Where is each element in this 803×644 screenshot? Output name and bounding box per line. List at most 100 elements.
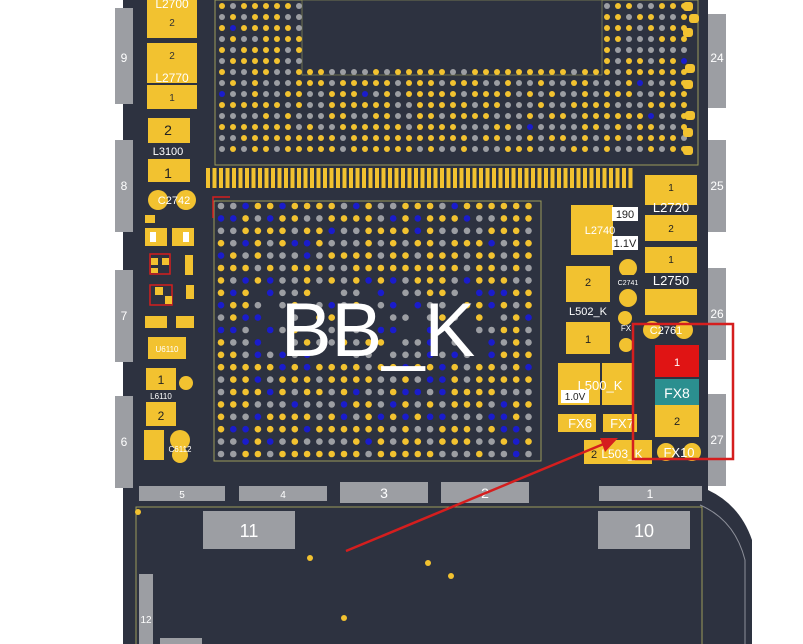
bga-ball [219,14,225,20]
l2720-pin1: 1 [668,183,674,194]
strip-pad [355,168,360,188]
fx8-label: FX8 [664,385,690,401]
bga-ball [340,102,346,108]
bga-ball [488,450,495,458]
l6110-pin2: 2 [158,409,165,423]
bga-ball [316,401,323,408]
bga-ball [615,146,621,152]
bga-ball [242,239,249,247]
bga-ball [476,239,483,247]
bga-ball [254,425,262,433]
bga-ball [252,69,258,75]
bga-ball [340,215,348,222]
bga-ball [582,91,588,97]
bga-ball [626,113,632,119]
bga-ball [439,376,446,383]
bga-ball [254,438,262,445]
bga-ball [451,252,459,259]
strip-pad [238,168,243,188]
bga-ball [488,264,495,272]
bga-ball [219,36,225,42]
edge-pad [689,14,699,23]
bga-ball [307,91,313,97]
bga-ball [451,376,459,383]
bga-ball [402,413,409,421]
bga-ball [414,388,422,396]
bga-ball [377,401,385,408]
strip-pad [537,168,542,188]
bga-ball [659,113,665,119]
component-c6112: C6112 [144,430,192,463]
bga-ball [426,376,434,383]
bga-ball [217,425,225,433]
bga-ball [285,69,291,75]
strip-pad [251,168,256,188]
bga-ball [488,425,495,433]
bga-ball [242,413,249,421]
component-u6110: U6110 [148,337,186,359]
bga-ball [615,47,621,53]
bga-ball [389,376,397,383]
bga-ball [252,113,258,119]
bga-ball [242,277,249,284]
bga-ball [426,326,434,334]
bga-ball [463,376,471,383]
component-l2770: 2 L2770 1 [147,43,197,109]
bga-ball [328,264,336,272]
bga-ball [417,113,423,119]
bga-ball [303,388,311,396]
bga-ball [252,14,258,20]
bga-ball [406,91,412,97]
strip-pad [479,168,483,188]
c2742-label: C2742 [158,195,190,207]
strip-pad [303,168,308,188]
bga-ball [362,113,368,119]
bga-ball [307,124,313,130]
bga-ball [318,69,324,75]
bga-ball [414,264,422,272]
bga-ball [303,401,311,408]
bga-ball [384,135,390,141]
bga-ball [525,376,532,383]
bga-ball [414,401,422,408]
bga-ball [329,135,335,141]
l2770-pin2: 2 [169,51,175,62]
bga-ball [439,351,446,359]
bga-ball [291,351,299,359]
bga-ball [303,363,311,371]
bga-ball [291,388,299,396]
lower-connector-frame [135,506,703,644]
bga-ball [296,25,302,31]
bga-ball [483,113,489,119]
bga-ball [353,413,360,421]
bga-ball [219,47,225,53]
bga-ball [670,69,676,75]
bga-ball [451,363,459,371]
bga-ball [328,450,336,458]
lower-label-10: 10 [634,521,654,541]
bga-ball [329,91,335,97]
bga-ball [670,36,676,42]
bga-ball [512,425,520,433]
bga-ball [291,363,299,371]
component-c2742: C2742 [148,190,196,210]
bga-ball [340,438,348,445]
bga-ball [439,438,446,445]
bga-ball [303,202,311,210]
bga-ball [291,413,299,421]
bga-ball [365,277,372,284]
bga-ball [659,47,665,53]
bga-ball [373,69,379,75]
bga-ball [516,146,522,152]
bga-ball [389,252,397,259]
bga-ball [340,80,346,86]
bga-ball [604,102,610,108]
bga-ball [451,438,459,445]
bga-ball [242,376,249,383]
bga-ball [402,289,409,297]
bga-ball [316,277,323,284]
bga-ball [402,351,409,359]
strip-pad [232,168,236,188]
bga-ball [428,69,434,75]
